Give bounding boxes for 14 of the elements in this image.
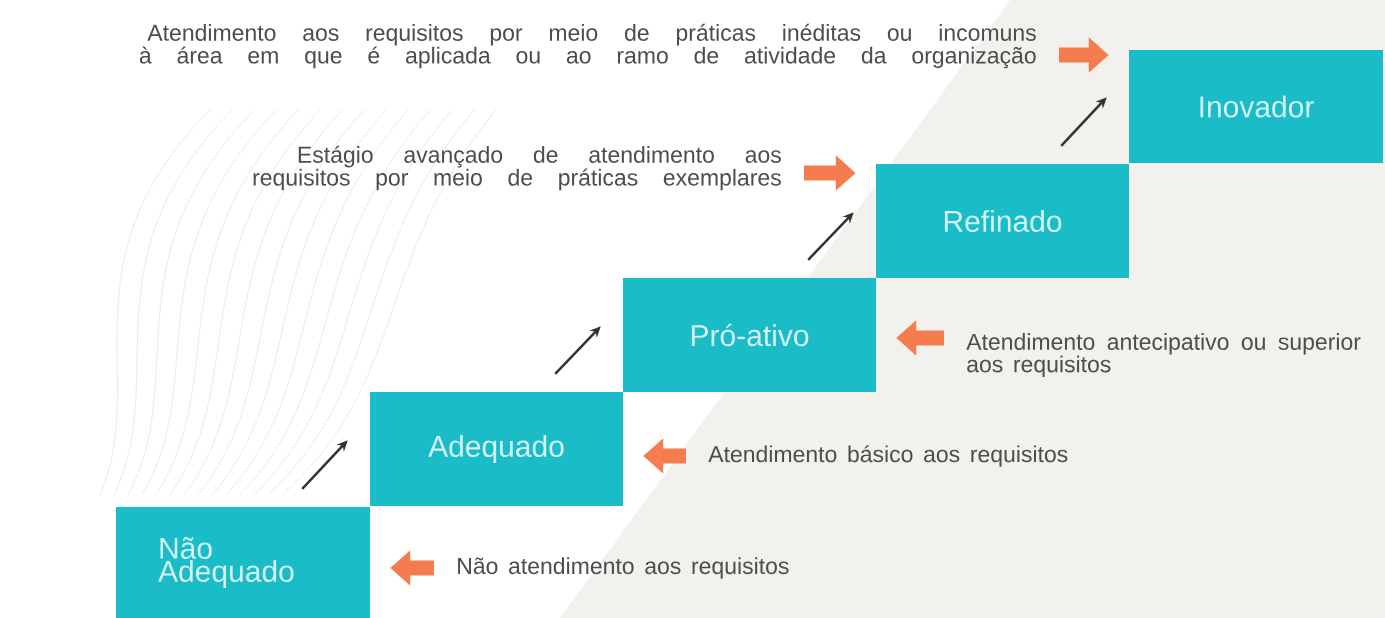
step-box: Inovador bbox=[1129, 50, 1383, 163]
step-box: Pró-ativo bbox=[623, 278, 876, 392]
step-box: Adequado bbox=[370, 392, 623, 506]
step-box: Refinado bbox=[876, 164, 1129, 278]
arrow bbox=[807, 212, 854, 261]
arrow bbox=[1060, 97, 1107, 147]
description-text: Atendimento antecipativo ou superior aos requisitos bbox=[966, 333, 1361, 377]
description-text: Não atendimento aos requisitos bbox=[458, 557, 789, 579]
description-text: Estágio avançado de atendimento aos requisitos por meio de práticas exemplares bbox=[253, 145, 781, 191]
arrow bbox=[301, 440, 348, 490]
arrow bbox=[554, 326, 601, 375]
description-text: Atendimento aos requisitos por meio de práticas inéditas ou incomuns à área em que é aplicada ou ao ramo de atividade da organização bbox=[139, 23, 1036, 69]
step-box: Não Adequado bbox=[116, 507, 370, 618]
description-text: Atendimento básico aos requisitos bbox=[708, 445, 1068, 467]
